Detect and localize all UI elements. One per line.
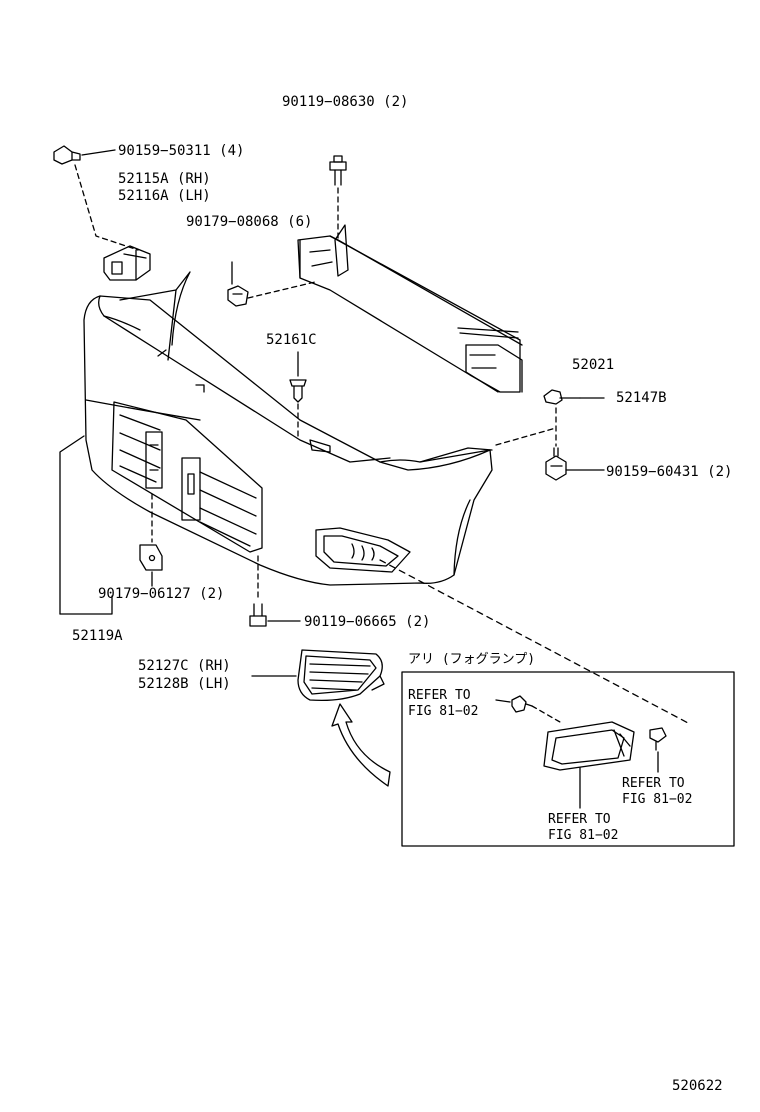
label-90179-06127: 90179−06127 (2) xyxy=(98,586,225,602)
label-52116a-lh: 52116A (LH) xyxy=(118,188,211,204)
bumper-grille xyxy=(111,401,263,553)
bumper-cover-52119a xyxy=(83,271,493,586)
bolt-90119-08630-icon xyxy=(329,155,347,186)
label-90119-08630: 90119−08630 (2) xyxy=(282,94,409,110)
label-52161c: 52161C xyxy=(266,332,317,348)
clip-52161c-icon xyxy=(289,379,307,403)
fog-lamp-cover-52127c xyxy=(297,649,385,702)
bolt-90119-06665-icon xyxy=(249,603,267,627)
label-52119a: 52119A xyxy=(72,628,123,644)
refer-note-1-line2: FIG 81−02 xyxy=(408,704,479,719)
refer-note-1-line1: REFER TO xyxy=(408,688,471,703)
inset-title: アリ (フォグランプ) xyxy=(408,652,536,667)
refer-note-2-line2: FIG 81−02 xyxy=(622,792,693,807)
label-52128b-lh: 52128B (LH) xyxy=(138,676,231,692)
screw-90159-50311-icon xyxy=(53,145,81,165)
fog-lamp-assembly-icon xyxy=(543,721,635,771)
figure-number: 520622 xyxy=(672,1078,723,1094)
refer-note-2-line1: REFER TO xyxy=(622,776,685,791)
refer-note-3-line1: REFER TO xyxy=(548,812,611,827)
nut-90179-06127-icon xyxy=(139,544,163,571)
inset-frame xyxy=(401,671,735,847)
bracket-52115a-icon xyxy=(103,245,151,281)
curved-arrow-icon xyxy=(331,703,391,787)
label-52021: 52021 xyxy=(572,357,615,373)
label-90119-06665: 90119−06665 (2) xyxy=(304,614,431,630)
screw-refer-fig-81-02-icon xyxy=(511,695,533,713)
bumper-reinforcement-52021 xyxy=(297,224,523,393)
label-90179-08068: 90179−08068 (6) xyxy=(186,214,313,230)
clip-52147b-icon xyxy=(543,389,581,405)
label-52115a-rh: 52115A (RH) xyxy=(118,171,211,187)
label-90159-50311: 90159−50311 (4) xyxy=(118,143,245,159)
label-52127c-rh: 52127C (RH) xyxy=(138,658,231,674)
refer-note-3-line2: FIG 81−02 xyxy=(548,828,619,843)
bolt-90159-60431-icon xyxy=(545,447,567,481)
nut-90179-08068-icon xyxy=(227,285,249,307)
fog-lamp-recess xyxy=(315,527,411,573)
label-52147b: 52147B xyxy=(616,390,667,406)
clip-refer-fig-81-02-icon xyxy=(649,727,667,751)
label-90159-60431: 90159−60431 (2) xyxy=(606,464,733,480)
